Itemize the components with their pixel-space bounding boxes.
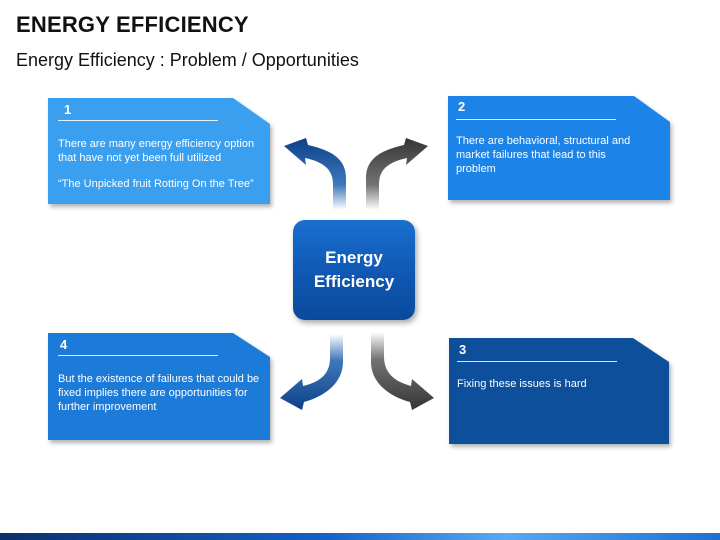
slide-title: ENERGY EFFICIENCY bbox=[16, 12, 249, 37]
card-1-divider bbox=[58, 120, 218, 121]
card-1-number: 1 bbox=[64, 102, 72, 117]
center-label-line2: Efficiency bbox=[313, 272, 395, 291]
card-2-body: There are behavioral, structural and mar… bbox=[456, 134, 646, 176]
card-4-number: 4 bbox=[60, 337, 68, 352]
card-2-shape bbox=[448, 96, 670, 200]
center-label-line1: Energy bbox=[325, 248, 383, 267]
card-3-number: 3 bbox=[459, 342, 467, 357]
card-3-text: Fixing these issues is hard bbox=[457, 378, 587, 390]
card-1-text: There are many energy efficiency option … bbox=[58, 138, 255, 164]
card-3-shape bbox=[449, 338, 669, 444]
card-3-divider bbox=[457, 361, 617, 362]
card-2-number: 2 bbox=[458, 99, 466, 114]
center-energy-efficiency-box: Energy Efficiency bbox=[293, 220, 415, 320]
curved-arrow-up-right-icon bbox=[366, 138, 428, 210]
card-1-body: There are many energy efficiency option … bbox=[58, 137, 263, 191]
card-4-body: But the existence of failures that could… bbox=[58, 372, 263, 414]
curved-arrow-down-right-icon bbox=[371, 332, 434, 410]
card-2-text: There are behavioral, structural and mar… bbox=[456, 135, 631, 175]
card-1-quote: “The Unpicked fruit Rotting On the Tree” bbox=[58, 178, 254, 190]
card-3-body: Fixing these issues is hard bbox=[457, 377, 647, 391]
card-1-shape bbox=[48, 98, 270, 204]
card-4-divider bbox=[58, 355, 218, 356]
card-4-text: But the existence of failures that could… bbox=[58, 373, 260, 413]
curved-arrow-down-left-icon bbox=[280, 334, 343, 410]
curved-arrow-up-left-icon bbox=[284, 138, 346, 210]
card-2-divider bbox=[456, 119, 616, 120]
card-4-shape bbox=[48, 333, 270, 440]
footer-gradient-bar bbox=[0, 533, 720, 540]
slide-subtitle: Energy Efficiency : Problem / Opportunit… bbox=[16, 50, 359, 70]
